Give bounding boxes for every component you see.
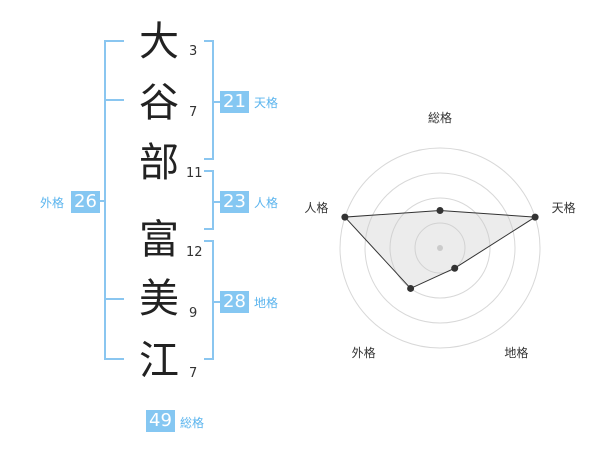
chikaku-bracket-tick: [204, 358, 214, 360]
chikaku-bracket-connector: [212, 301, 222, 303]
radar-axis-label-1: 総格: [428, 110, 452, 125]
chikaku-value-badge: 28: [220, 291, 249, 313]
stroke-count-4: 12: [186, 245, 203, 260]
tenkaku-bracket-tick: [204, 40, 214, 42]
tenkaku-bracket-connector: [212, 101, 222, 103]
name-char-5: 美: [139, 276, 179, 322]
chikaku-bracket-tick: [204, 240, 214, 242]
name-char-1: 大: [139, 19, 179, 65]
radar-center-dot: [437, 245, 443, 251]
radar-point-3: [451, 264, 459, 272]
tenkaku-value-badge: 21: [220, 91, 249, 113]
radar-axis-label-4: 外格: [352, 345, 376, 360]
jinkaku-bracket-connector: [212, 201, 222, 203]
stroke-count-6: 7: [189, 366, 198, 381]
chikaku-bracket-line: [212, 240, 214, 360]
outer-bracket-tick: [104, 99, 124, 101]
chikaku-label: 地格: [254, 296, 279, 310]
stroke-count-1: 3: [189, 44, 198, 59]
radar-grid-ring: [364, 172, 516, 324]
jinkaku-bracket-tick: [204, 170, 214, 172]
radar-data-area: [343, 209, 537, 290]
radar-grid-ring: [339, 147, 541, 349]
jinkaku-label: 人格: [254, 196, 279, 210]
outer-bracket-tick: [104, 40, 124, 42]
stroke-count-5: 9: [189, 306, 198, 321]
soukaku-value-badge: 49: [146, 410, 175, 432]
soukaku-label: 総格: [180, 416, 205, 430]
tenkaku-bracket-line: [212, 40, 214, 160]
tenkaku-bracket-tick: [204, 158, 214, 160]
outer-bracket-tick: [104, 298, 124, 300]
radar-axis-label-2: 天格: [552, 200, 576, 215]
gaikaku-value-badge: 26: [71, 191, 100, 213]
radar-grid-ring: [414, 222, 466, 274]
gaikaku-label: 外格: [40, 196, 65, 210]
jinkaku-bracket-tick: [204, 228, 214, 230]
name-char-6: 江: [139, 338, 179, 384]
stroke-count-3: 11: [186, 166, 203, 181]
name-char-2: 谷: [139, 80, 179, 126]
radar-axis-label-3: 地格: [504, 345, 528, 360]
jinkaku-value-badge: 23: [220, 191, 249, 213]
name-char-4: 富: [139, 217, 179, 263]
radar-point-2: [531, 213, 539, 221]
stroke-count-2: 7: [189, 105, 198, 120]
outer-bracket-connector: [98, 200, 106, 202]
radar-point-1: [436, 207, 444, 214]
radar-point-5: [341, 213, 349, 221]
radar-axis-label-5: 人格: [304, 200, 328, 215]
tenkaku-label: 天格: [254, 96, 279, 110]
outer-bracket-tick: [104, 358, 124, 360]
jinkaku-bracket-line: [212, 170, 214, 230]
radar-grid-ring: [389, 197, 491, 299]
name-char-3: 部: [139, 140, 179, 186]
radar-point-4: [407, 284, 415, 292]
